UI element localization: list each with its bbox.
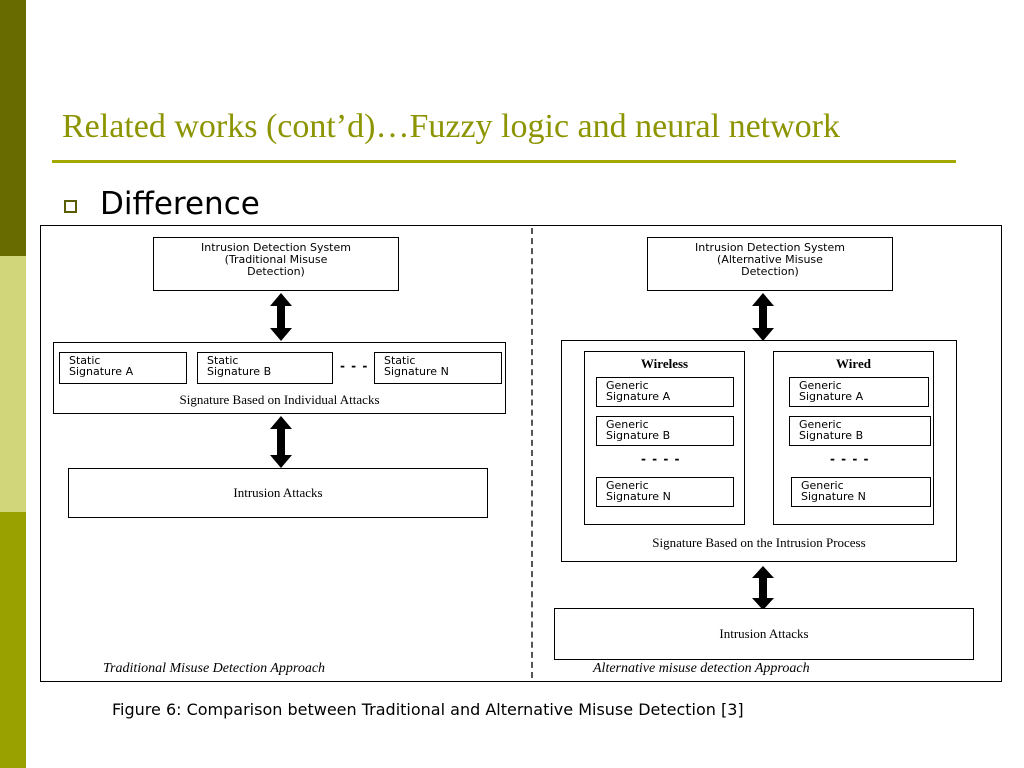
signature-line-1: Generic [801, 479, 844, 492]
signature-line-2: Signature B [606, 429, 671, 442]
wireless-group-box: Wireless Generic Signature A Generic Sig… [584, 351, 745, 525]
wired-group-box: Wired Generic Signature A Generic Signat… [773, 351, 934, 525]
figure-caption: Figure 6: Comparison between Traditional… [112, 700, 744, 719]
sidebar-decoration [0, 0, 26, 768]
ids-line-3: Detection) [247, 265, 305, 278]
static-signature-n: Static Signature N [374, 352, 502, 384]
intrusion-attacks-label: Intrusion Attacks [233, 485, 323, 500]
ids-line-3: Detection) [741, 265, 799, 278]
static-signature-b: Static Signature B [197, 352, 333, 384]
wireless-title: Wireless [640, 356, 689, 371]
signature-ellipsis: - - - - [830, 452, 870, 466]
intrusion-attacks-box: Intrusion Attacks [68, 468, 488, 518]
signature-ellipsis: - - - [340, 359, 369, 373]
title-underline [52, 160, 956, 163]
sidebar-stripe-dark [0, 0, 26, 256]
signature-line-1: Generic [606, 479, 649, 492]
wireless-generic-signature-n: Generic Signature N [596, 477, 734, 507]
ids-line-2: (Traditional Misuse [224, 253, 328, 266]
sidebar-stripe-mid [0, 512, 26, 768]
signature-line-2: Signature N [801, 490, 866, 503]
sidebar-stripe-light [0, 256, 26, 512]
ids-line-1: Intrusion Detection System [201, 241, 351, 254]
static-signature-a: Static Signature A [59, 352, 187, 384]
bullet-text: Difference [100, 186, 260, 222]
wireless-generic-signature-a: Generic Signature A [596, 377, 734, 407]
ids-alternative-box: Intrusion Detection System (Alternative … [647, 237, 893, 291]
intrusion-process-group-box: Wireless Generic Signature A Generic Sig… [561, 340, 957, 562]
signature-line-2: Signature A [69, 365, 134, 378]
wired-title: Wired [836, 356, 871, 371]
signature-line-2: Signature B [207, 365, 272, 378]
double-arrow-icon [270, 416, 292, 468]
square-bullet-icon [64, 200, 77, 213]
intrusion-process-label: Signature Based on the Intrusion Process [652, 535, 866, 550]
signature-group-box: Static Signature A Static Signature B - … [53, 342, 506, 414]
signature-line-1: Generic [606, 418, 649, 431]
signature-line-1: Generic [799, 418, 842, 431]
ids-line-2: (Alternative Misuse [717, 253, 823, 266]
signature-line-1: Generic [799, 379, 842, 392]
double-arrow-icon [752, 566, 774, 610]
intrusion-attacks-box: Intrusion Attacks [554, 608, 974, 660]
wired-generic-signature-a: Generic Signature A [789, 377, 929, 407]
dashed-divider [531, 228, 533, 678]
signature-line-2: Signature A [799, 390, 864, 403]
wireless-generic-signature-b: Generic Signature B [596, 416, 734, 446]
signature-line-2: Signature N [384, 365, 449, 378]
signature-line-1: Generic [606, 379, 649, 392]
comparison-figure: Intrusion Detection System (Traditional … [40, 225, 1002, 682]
wired-generic-signature-n: Generic Signature N [791, 477, 931, 507]
signature-line-1: Static [69, 354, 101, 367]
signature-line-2: Signature B [799, 429, 864, 442]
slide-title: Related works (cont’d)…Fuzzy logic and n… [62, 108, 840, 145]
double-arrow-icon [270, 293, 292, 341]
signature-group-label: Signature Based on Individual Attacks [179, 392, 380, 407]
wired-generic-signature-b: Generic Signature B [789, 416, 931, 446]
traditional-approach-caption: Traditional Misuse Detection Approach [103, 661, 326, 676]
signature-line-1: Static [207, 354, 239, 367]
ids-traditional-box: Intrusion Detection System (Traditional … [153, 237, 399, 291]
signature-line-2: Signature A [606, 390, 671, 403]
signature-ellipsis: - - - - [641, 452, 681, 466]
signature-line-1: Static [384, 354, 416, 367]
intrusion-attacks-label: Intrusion Attacks [719, 626, 809, 641]
ids-line-1: Intrusion Detection System [695, 241, 845, 254]
double-arrow-icon [752, 293, 774, 341]
alternative-approach-caption: Alternative misuse detection Approach [593, 661, 810, 676]
signature-line-2: Signature N [606, 490, 671, 503]
